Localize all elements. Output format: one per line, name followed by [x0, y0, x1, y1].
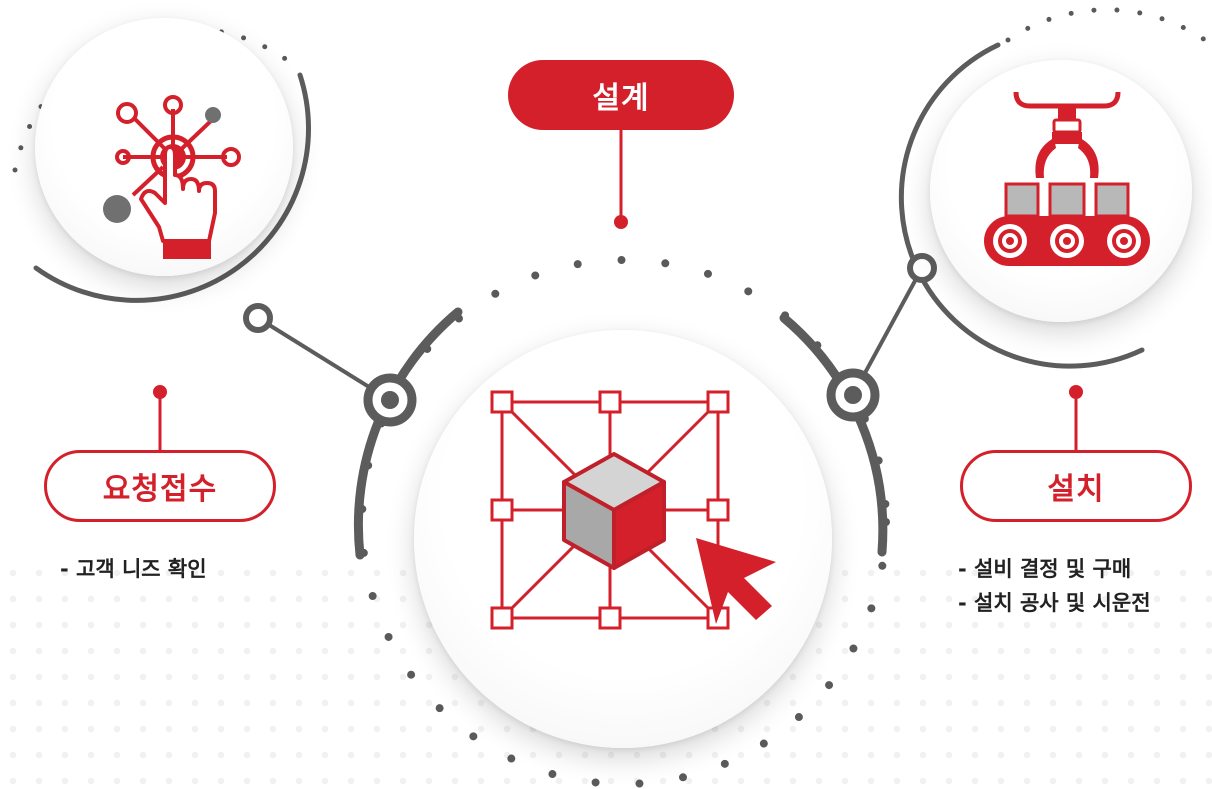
touch-network-icon	[103, 95, 241, 259]
install-item: - 설치 공사 및 시운전	[958, 591, 1151, 615]
install-pin-dot	[1069, 385, 1083, 399]
request-pin-dot	[153, 385, 167, 399]
center-left-ring-dot	[381, 391, 399, 409]
center-right-ring-dot	[844, 386, 862, 404]
request-description: - 고객 니즈 확인	[60, 552, 207, 586]
center-right-arc	[779, 313, 888, 557]
request-item: - 고객 니즈 확인	[60, 557, 207, 581]
install-label: 설치	[960, 450, 1192, 522]
3d-design-cube-icon	[490, 390, 776, 630]
request-label: 요청접수	[44, 450, 276, 522]
right-small-ring	[907, 253, 937, 283]
install-item: - 설비 결정 및 구매	[958, 557, 1132, 581]
conveyor-robot-arm-icon	[984, 91, 1150, 266]
left-small-ring	[243, 303, 273, 333]
left-solid-arc	[33, 72, 312, 303]
install-description: - 설비 결정 및 구매 - 설치 공사 및 시운전	[958, 552, 1151, 620]
design-label: 설계	[508, 60, 734, 130]
design-pin-dot	[614, 215, 628, 229]
